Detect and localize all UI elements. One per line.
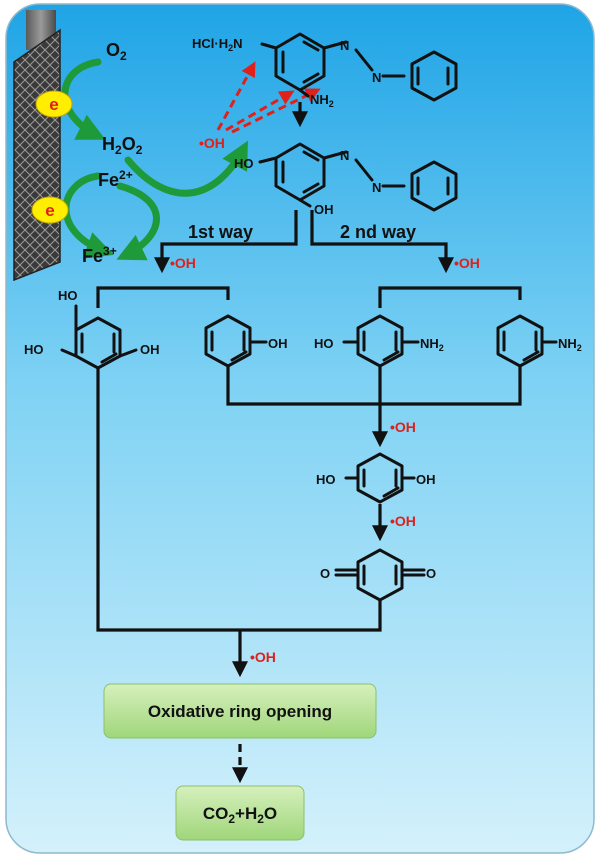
hydroquinone-ho: HO <box>316 472 336 487</box>
aminophenol-nh2: NH2 <box>420 336 444 353</box>
quinone-o-left: O <box>320 566 330 581</box>
ring-opening-radical: •OH <box>250 649 276 665</box>
azo-n-lower-2: N <box>372 180 381 195</box>
trihydroxybenzene: HO HO OH <box>24 288 160 370</box>
hydroquinone-oh: OH <box>416 472 436 487</box>
hydroquinone: HO OH <box>316 452 436 504</box>
svg-text:e: e <box>45 201 54 220</box>
trihydroxy-ho-left: HO <box>24 342 44 357</box>
aniline-nh2: NH2 <box>558 336 582 353</box>
hydroxyl-radical-label: •OH <box>199 135 225 151</box>
aminophenol: HO NH2 <box>314 314 444 368</box>
quinone-o-right: O <box>426 566 436 581</box>
trihydroxy-ho-top: HO <box>58 288 78 303</box>
intermediate-molecule: HO N N OH <box>234 142 458 217</box>
hcl-amine-label: HCl·H2N <box>192 36 243 53</box>
intermediate-ho: HO <box>234 156 254 171</box>
hydroquinone-radical: •OH <box>390 419 416 435</box>
final-merge-lines <box>96 368 382 678</box>
ring-opening-box: Oxidative ring opening <box>103 683 377 739</box>
merge-lines <box>226 366 522 448</box>
azo-n-upper-2: N <box>340 148 349 163</box>
svg-text:Oxidative ring opening: Oxidative ring opening <box>148 702 332 721</box>
aminophenol-ho: HO <box>314 336 334 351</box>
trihydroxy-oh-right: OH <box>140 342 160 357</box>
aniline: NH2 <box>496 314 582 368</box>
azo-n-upper: N <box>340 38 349 53</box>
amine-label: NH2 <box>310 92 334 109</box>
azo-n-lower: N <box>372 70 381 85</box>
final-products-label: CO2+H2O <box>203 804 277 826</box>
radical-attack-arrows <box>216 61 321 134</box>
first-way-label: 1st way <box>188 222 253 242</box>
electron-top: e <box>35 90 73 118</box>
svg-text:e: e <box>49 95 58 114</box>
phenol-oh: OH <box>268 336 288 351</box>
quinone-radical: •OH <box>390 513 416 529</box>
first-way-radical: •OH <box>170 255 196 271</box>
second-way-label: 2 nd way <box>340 222 416 242</box>
h2o2-label: H2O2 <box>102 134 143 157</box>
final-products-box: CO2+H2O <box>175 785 305 841</box>
pathway-lines <box>96 210 522 308</box>
intermediate-oh: OH <box>314 202 334 217</box>
second-way-radical: •OH <box>454 255 480 271</box>
electron-bottom: e <box>31 196 69 224</box>
